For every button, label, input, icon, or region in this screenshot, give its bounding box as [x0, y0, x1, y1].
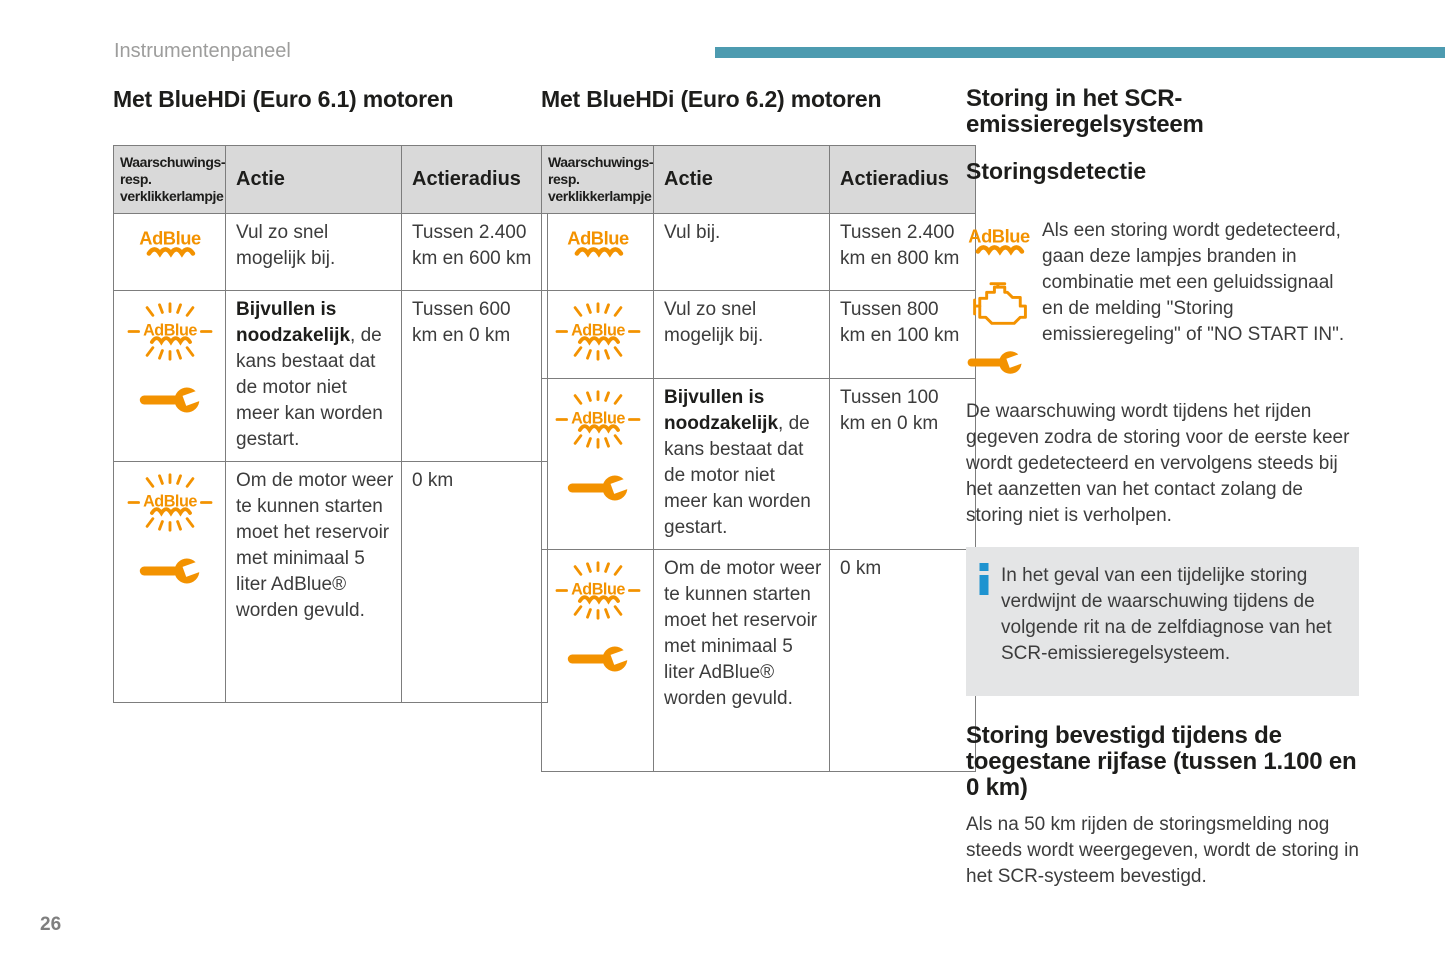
- wrench-service-icon: [566, 472, 630, 504]
- adblue-blinking-indicator-icon: [124, 472, 216, 533]
- section-euro61: Met BlueHDi (Euro 6.1) motoren Waarschuw…: [113, 86, 548, 703]
- engine-malfunction-icon: [966, 279, 1028, 328]
- radius-cell: Tussen 2.400 km en 800 km: [829, 213, 976, 291]
- column-header-actie: Actie: [653, 145, 830, 214]
- action-cell: Bijvullen is noodzakelijk, de kans besta…: [225, 290, 402, 462]
- scr-confirmed-title: Storing bevestigd tijdens de toegestane …: [966, 722, 1357, 801]
- section-scr-fault: Storing in het SCR-emissieregelsysteem S…: [966, 86, 1359, 890]
- column-header-actieradius: Actieradius: [829, 145, 976, 214]
- table-row: Om de motor weer te kunnen starten moet …: [113, 461, 548, 703]
- info-icon: [978, 563, 990, 595]
- table-row: Om de motor weer te kunnen starten moet …: [541, 549, 976, 772]
- radius-cell: Tussen 600 km en 0 km: [401, 290, 548, 462]
- lamp-cell: [541, 213, 654, 291]
- page-number: 26: [40, 914, 62, 935]
- lamp-cell: [541, 378, 654, 550]
- action-cell: Om de motor weer te kunnen starten moet …: [225, 461, 402, 703]
- adblue-blinking-indicator-icon: [124, 301, 216, 362]
- column-header-actieradius: Actieradius: [401, 145, 548, 214]
- radius-cell: 0 km: [401, 461, 548, 703]
- column-header-lamp: Waarschuwings- resp. verklikkerlampje: [541, 145, 654, 214]
- lamp-cell: [541, 290, 654, 379]
- column-header-actie: Actie: [225, 145, 402, 214]
- header-accent-bar: [715, 47, 1445, 58]
- confirmed-text: Als na 50 km rijden de storingsmelding n…: [966, 814, 1359, 887]
- adblue-table-euro61: Waarschuwings- resp. verklikkerlampje Ac…: [113, 145, 548, 703]
- wrench-service-icon: [566, 643, 630, 675]
- adblue-blinking-indicator-icon: [552, 389, 644, 450]
- breadcrumb: Instrumentenpaneel: [114, 40, 291, 62]
- scr-title: Storing in het SCR-emissieregelsysteem: [966, 85, 1204, 138]
- radius-cell: Tussen 2.400 km en 600 km: [401, 213, 548, 291]
- action-cell: Vul zo snel mogelijk bij.: [653, 290, 830, 379]
- lamp-cell: [113, 290, 226, 462]
- section-title-euro62: Met BlueHDi (Euro 6.2) motoren: [541, 86, 882, 112]
- action-cell: Om de motor weer te kunnen starten moet …: [653, 549, 830, 772]
- table-row: Vul zo snel mogelijk bij. Tussen 800 km …: [541, 290, 976, 379]
- action-cell: Vul bij.: [653, 213, 830, 291]
- section-euro62: Met BlueHDi (Euro 6.2) motoren Waarschuw…: [541, 86, 976, 772]
- info-text: In het geval van een tijdelijke storing …: [1001, 565, 1332, 664]
- table-row: Bijvullen is noodzakelijk, de kans besta…: [541, 378, 976, 550]
- adblue-table-euro62: Waarschuwings- resp. verklikkerlampje Ac…: [541, 145, 976, 772]
- lamp-cell: [541, 549, 654, 772]
- adblue-indicator-icon: [966, 222, 1032, 259]
- lamp-cell: [113, 461, 226, 703]
- table-row: Vul bij. Tussen 2.400 km en 800 km: [541, 213, 976, 291]
- table-row: Bijvullen is noodzakelijk, de kans besta…: [113, 290, 548, 462]
- table-row: Vul zo snel mogelijk bij. Tussen 2.400 k…: [113, 213, 548, 291]
- radius-cell: Tussen 800 km en 100 km: [829, 290, 976, 379]
- scr-detection-title: Storingsdetectie: [966, 158, 1147, 184]
- detection-row: Als een storing wordt gedetecteerd, gaan…: [966, 218, 1359, 377]
- section-title-euro61: Met BlueHDi (Euro 6.1) motoren: [113, 86, 454, 112]
- wrench-service-icon: [138, 555, 202, 587]
- action-cell: Vul zo snel mogelijk bij.: [225, 213, 402, 291]
- warning-text: De waarschuwing wordt tijdens het rijden…: [966, 401, 1350, 526]
- wrench-service-icon: [966, 348, 1024, 377]
- lamp-cell: [113, 213, 226, 291]
- wrench-service-icon: [138, 384, 202, 416]
- adblue-blinking-indicator-icon: [552, 560, 644, 621]
- adblue-indicator-icon: [137, 224, 203, 261]
- info-box: In het geval van een tijdelijke storing …: [966, 547, 1359, 696]
- radius-cell: Tussen 100 km en 0 km: [829, 378, 976, 550]
- detection-text: Als een storing wordt gedetecteerd, gaan…: [1042, 220, 1345, 345]
- table-header-row: Waarschuwings- resp. verklikkerlampje Ac…: [541, 145, 976, 214]
- radius-cell: 0 km: [829, 549, 976, 772]
- warning-lamp-stack: [966, 218, 1042, 377]
- column-header-lamp: Waarschuwings- resp. verklikkerlampje: [113, 145, 226, 214]
- adblue-indicator-icon: [565, 224, 631, 261]
- table-header-row: Waarschuwings- resp. verklikkerlampje Ac…: [113, 145, 548, 214]
- adblue-blinking-indicator-icon: [552, 301, 644, 362]
- action-cell: Bijvullen is noodzakelijk, de kans besta…: [653, 378, 830, 550]
